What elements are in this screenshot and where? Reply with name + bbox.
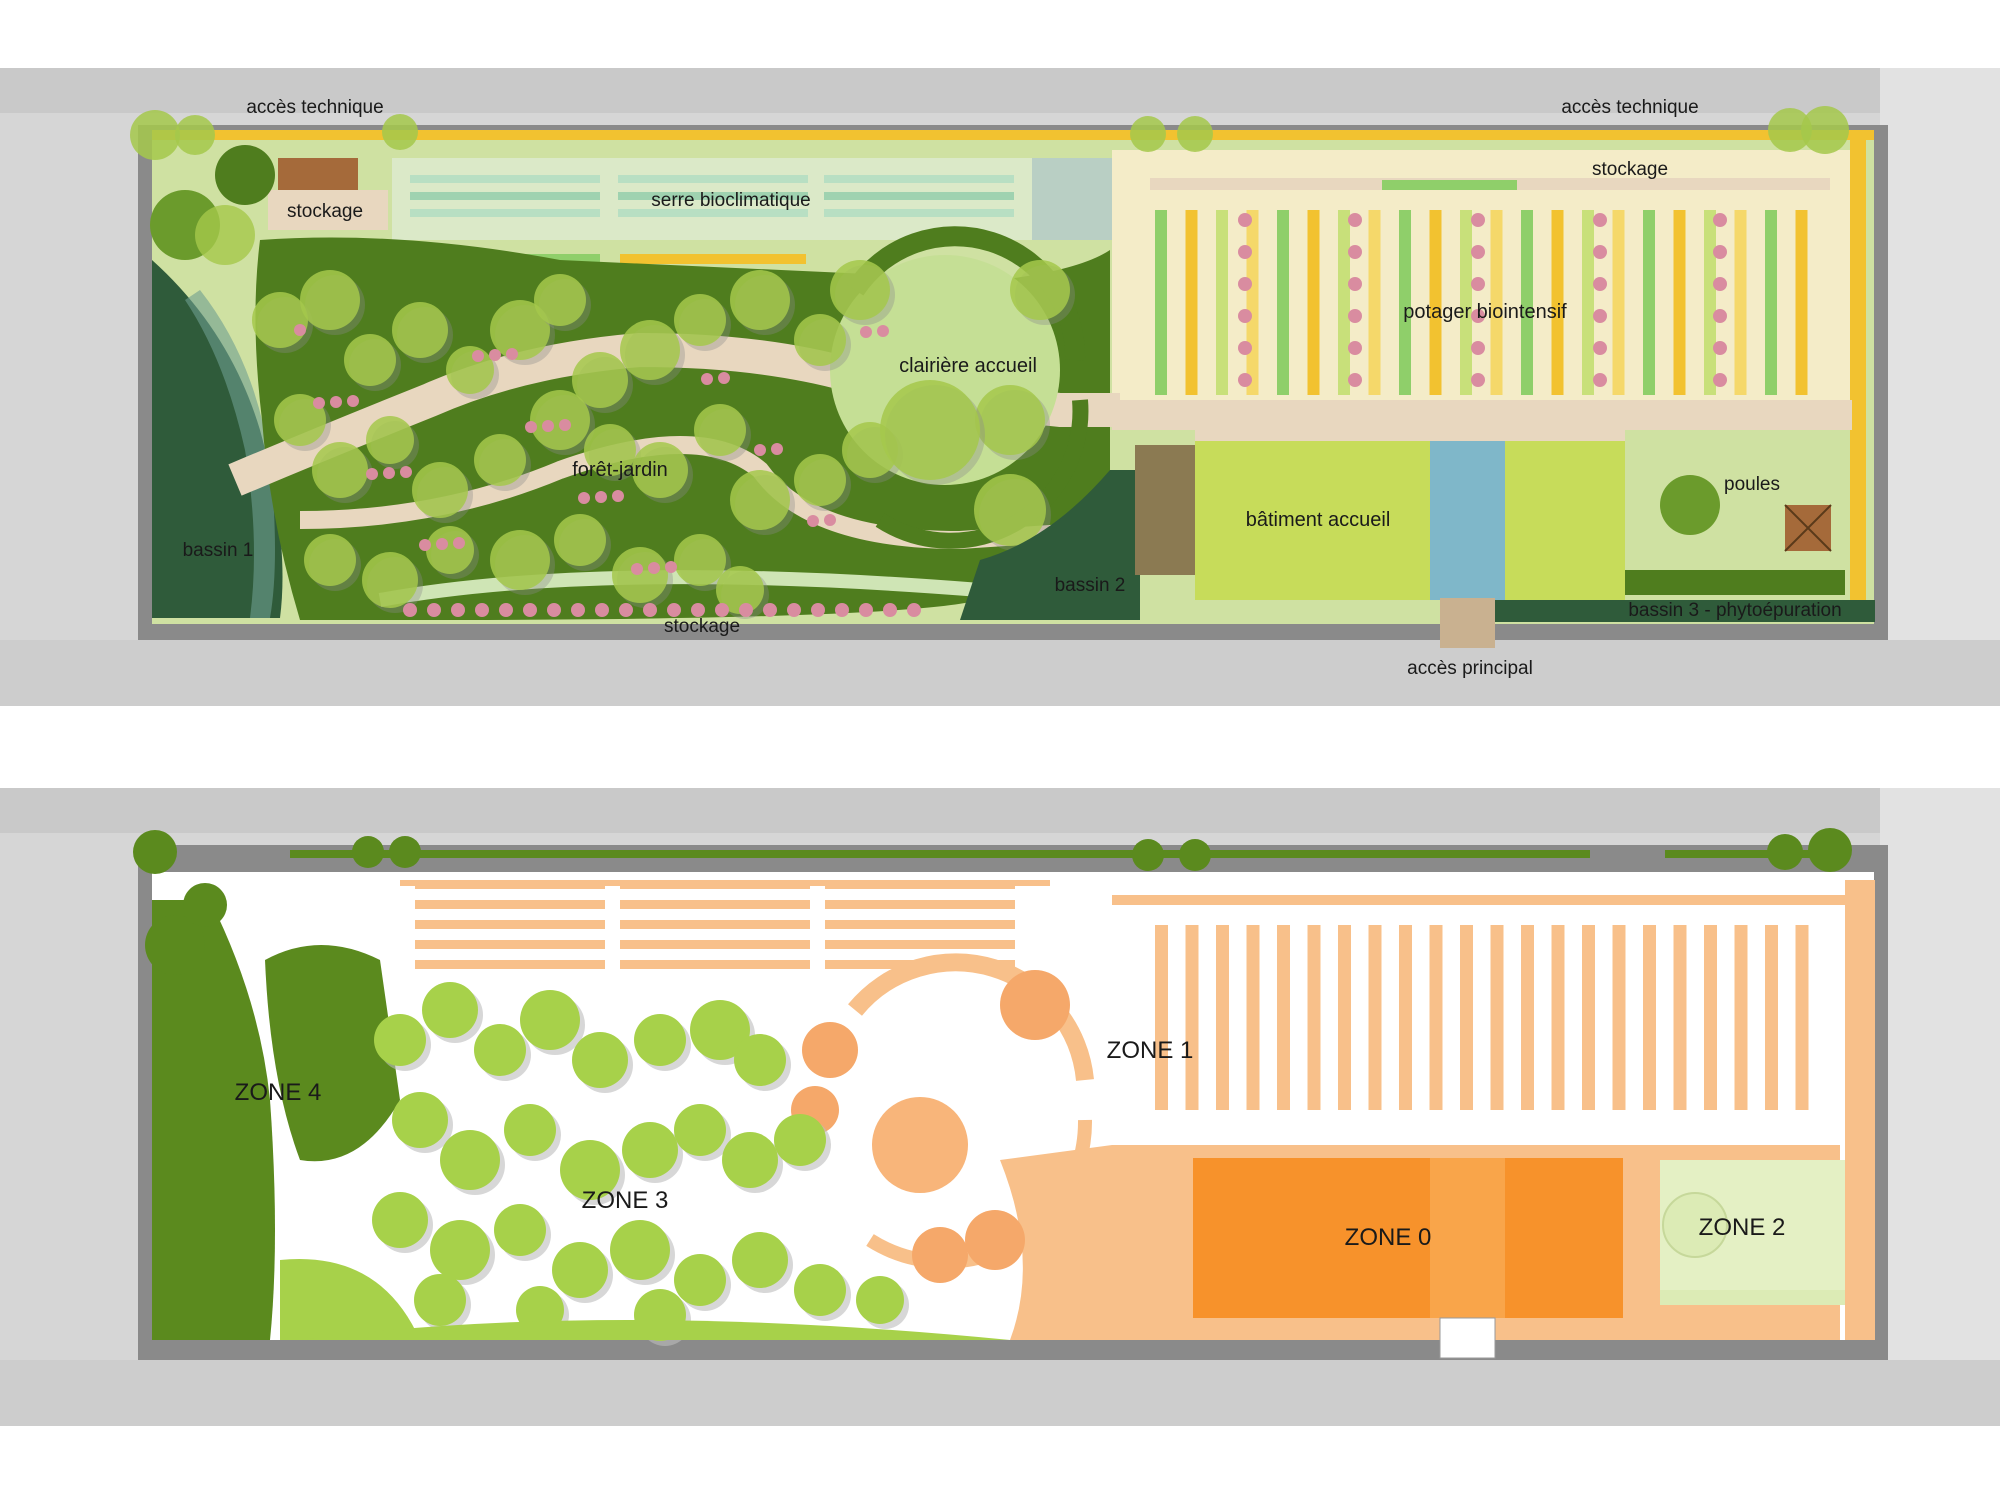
label-zone-1: ZONE 1 xyxy=(1107,1037,1194,1064)
zone-0-entrance-stairs xyxy=(1439,1317,1496,1359)
zone-1-potager-beds xyxy=(1112,895,1847,1110)
label-stockage-top-left: stockage xyxy=(287,201,363,222)
batiment-terrace xyxy=(1135,445,1195,575)
label-zone-2: ZONE 2 xyxy=(1699,1214,1786,1241)
label-batiment-accueil: bâtiment accueil xyxy=(1246,509,1391,531)
top-green-strip xyxy=(290,850,1590,858)
label-zone-4: ZONE 4 xyxy=(235,1079,322,1106)
zone-0-atrium xyxy=(1430,1158,1505,1318)
batiment-accueil-atrium xyxy=(1430,440,1505,600)
bassin-3-phytoepuration xyxy=(1495,600,1875,622)
technical-track-top xyxy=(152,130,1874,140)
potager-beds xyxy=(1155,210,1808,395)
boundary-trees-bottom xyxy=(133,828,1852,975)
bassin-3-upper xyxy=(1625,570,1845,595)
zone-1-clairiere-trees xyxy=(791,970,1070,1283)
label-stockage-bottom: stockage xyxy=(664,616,740,637)
zone-2-strip xyxy=(1660,1290,1845,1305)
top-plan: accès technique accès technique stockage… xyxy=(0,68,2000,706)
batiment-deck xyxy=(1195,425,1625,441)
label-bassin-1: bassin 1 xyxy=(183,540,254,561)
batiment-accueil-west xyxy=(1195,440,1430,600)
label-bassin-3: bassin 3 - phytoépuration xyxy=(1628,600,1841,621)
label-stockage-top-right: stockage xyxy=(1592,159,1668,180)
aerial-street-right xyxy=(1880,68,2000,706)
zone-0-building xyxy=(1193,1158,1623,1318)
aerial-street-right-2 xyxy=(1880,788,2000,1426)
serre-annex xyxy=(1032,158,1112,240)
aerial-road-bottom-2 xyxy=(0,1360,2000,1426)
boundary-trees-top xyxy=(130,106,1849,265)
label-acces-principal: accès principal xyxy=(1407,658,1533,679)
aerial-road-top-2 xyxy=(0,788,2000,833)
batiment-accueil-east xyxy=(1505,440,1625,600)
zone-4-wetland xyxy=(152,900,275,1340)
bassin-1-wetland xyxy=(152,260,283,618)
potager-top-bed xyxy=(1382,180,1517,190)
stockage-top-left-block xyxy=(278,158,358,194)
zone-1-right-edge xyxy=(1845,880,1875,1340)
label-poules: poules xyxy=(1724,474,1780,495)
label-acces-technique-right: accès technique xyxy=(1561,97,1698,118)
label-serre-bioclimatique: serre bioclimatique xyxy=(651,190,810,211)
label-acces-technique-left: accès technique xyxy=(246,97,383,118)
potager-ground xyxy=(1112,150,1850,400)
serre-beds xyxy=(410,175,1014,217)
zone-3-forest-trees xyxy=(280,982,1010,1346)
forest-trees xyxy=(252,260,1075,619)
label-foret-jardin: forêt-jardin xyxy=(572,459,668,481)
acces-principal-ramp xyxy=(1440,598,1495,648)
zone-2-tree xyxy=(1662,1192,1728,1258)
zone-4-area xyxy=(265,945,400,1162)
label-zone-0: ZONE 0 xyxy=(1345,1224,1432,1251)
label-bassin-2: bassin 2 xyxy=(1055,575,1126,596)
aerial-road-bottom xyxy=(0,640,2000,706)
stockage-top-left-pad xyxy=(268,190,388,230)
aerial-road-top xyxy=(0,68,2000,113)
bassin-2 xyxy=(960,470,1140,620)
poules-tree xyxy=(1660,475,1720,535)
label-clairiere-accueil: clairière accueil xyxy=(899,355,1037,377)
zone-1-potager-area xyxy=(1112,875,1850,1125)
bottom-plan: ZONE 4 ZONE 1 ZONE 3 ZONE 0 ZONE 2 xyxy=(0,788,2000,1426)
top-green-strip-right xyxy=(1665,850,1845,858)
label-potager-biointensif: potager biointensif xyxy=(1403,301,1567,323)
clairiere-hedge-north xyxy=(846,226,1086,361)
label-zone-3: ZONE 3 xyxy=(582,1187,669,1214)
technical-track-right xyxy=(1850,140,1866,600)
zone-1-clairiere-arc xyxy=(848,953,1094,1081)
